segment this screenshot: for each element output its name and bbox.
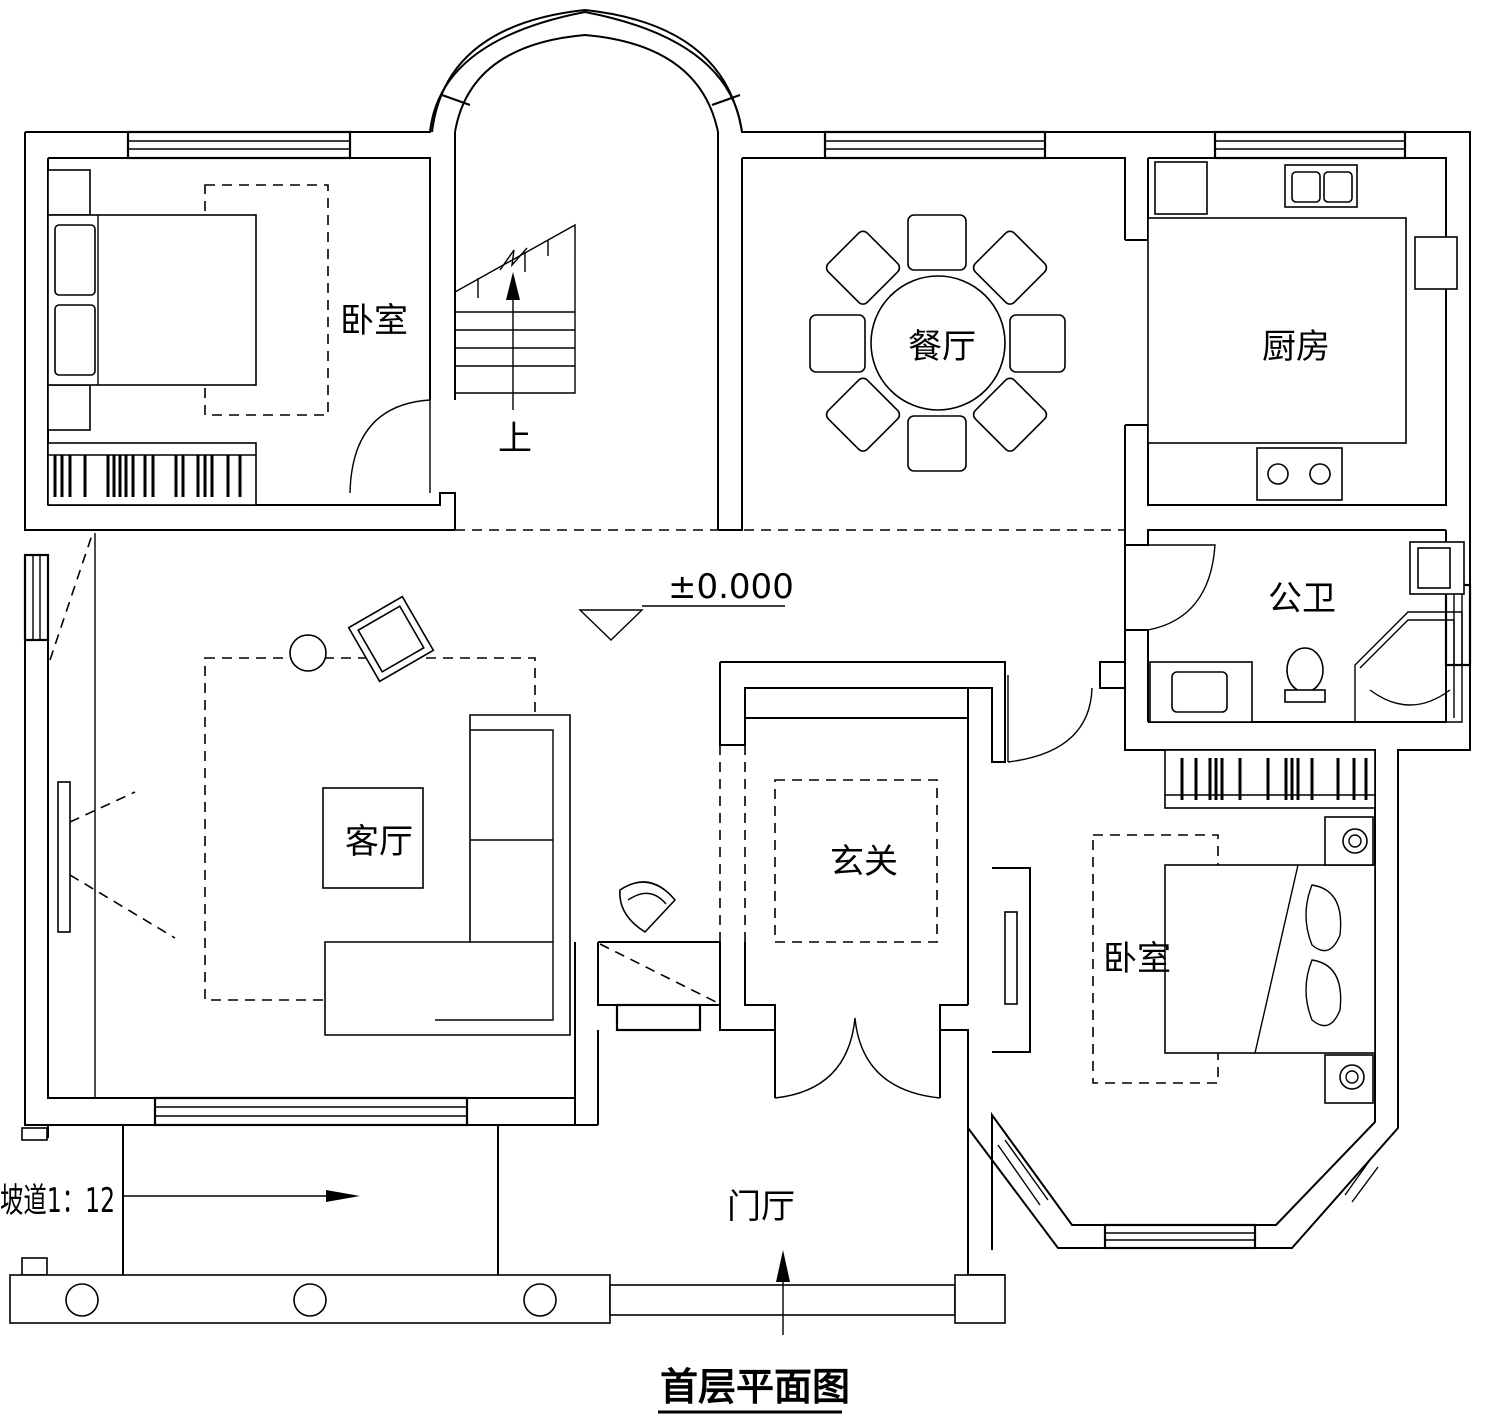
elevation-marker: ±0.000 xyxy=(578,567,794,641)
label-bedroom-nw: 卧室 xyxy=(340,301,408,341)
label-stair-up: 上 xyxy=(498,419,532,459)
label-dining: 餐厅 xyxy=(908,327,976,367)
room-labels: 卧室 上 餐厅 厨房 公卫 客厅 玄关 卧室 门厅 坡道1：12 xyxy=(0,301,1336,1227)
label-kitchen: 厨房 xyxy=(1262,327,1330,367)
plan-title: 首层平面图 xyxy=(658,1365,850,1414)
label-foyer: 玄关 xyxy=(830,842,898,882)
title-text: 首层平面图 xyxy=(660,1365,850,1409)
living-furniture xyxy=(49,533,719,1098)
bedroom-se-furniture xyxy=(1092,749,1376,1104)
label-bedroom-se: 卧室 xyxy=(1103,939,1171,979)
label-living: 客厅 xyxy=(345,822,413,862)
bedroom-nw-furniture xyxy=(47,169,329,506)
terrace xyxy=(9,1125,1006,1335)
wc-fixtures xyxy=(1149,541,1465,723)
interior-walls xyxy=(48,158,1446,1128)
foyer-rug xyxy=(774,779,938,943)
kitchen-fixtures xyxy=(1147,161,1458,501)
wardrobe-hangers-nw xyxy=(53,455,242,497)
label-entrance-hall: 门厅 xyxy=(727,1187,795,1227)
label-public-wc: 公卫 xyxy=(1268,579,1336,619)
elevation-label: ±0.000 xyxy=(668,567,794,607)
windows xyxy=(23,130,1472,1250)
stair-bay xyxy=(431,8,743,530)
wardrobe-hangers-se xyxy=(1180,758,1368,800)
staircase xyxy=(454,223,576,410)
outer-walls xyxy=(24,10,1471,1276)
label-ramp: 坡道1：12 xyxy=(0,1181,115,1221)
dining-table xyxy=(809,214,1066,472)
